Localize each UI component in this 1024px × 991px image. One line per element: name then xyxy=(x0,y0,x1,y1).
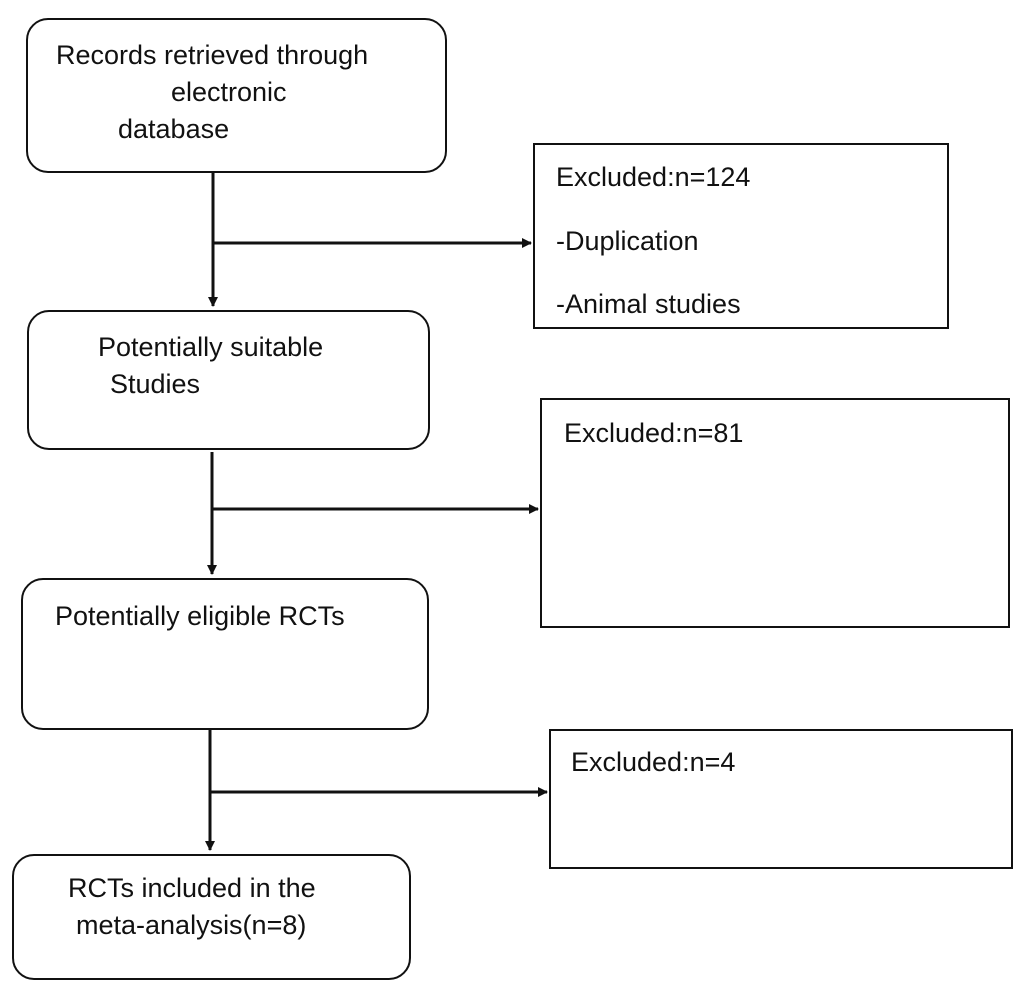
exclusion-2-title: Excluded:n=81 xyxy=(564,418,744,448)
exclusion-1-title: Excluded:n=124 xyxy=(556,162,751,192)
records-line-2: electronic xyxy=(171,77,287,107)
exclusion-1-item-animal-studies: -Animal studies xyxy=(556,289,741,319)
potentially-eligible-rcts-box xyxy=(21,578,429,730)
records-line-1: Records retrieved through xyxy=(56,40,369,70)
exclusion-3-title: Excluded:n=4 xyxy=(571,747,736,777)
records-retrieved-box xyxy=(26,18,447,173)
included-line-2: meta-analysis(n=8) xyxy=(76,910,307,940)
exclusion-1-item-duplication: -Duplication xyxy=(556,226,699,256)
rcts-included-box xyxy=(12,854,411,980)
included-line-1: RCTs included in the xyxy=(68,873,316,903)
studies-line-2: Studies xyxy=(110,369,201,399)
records-line-3: database xyxy=(118,114,230,144)
studies-line-1: Potentially suitable xyxy=(98,332,324,362)
exclusion-box-3 xyxy=(549,729,1013,869)
exclusion-box-1 xyxy=(533,143,949,329)
exclusion-box-2 xyxy=(540,398,1010,628)
potentially-suitable-studies-box xyxy=(27,310,430,450)
eligible-rcts-line-1: Potentially eligible RCTs xyxy=(55,601,345,631)
